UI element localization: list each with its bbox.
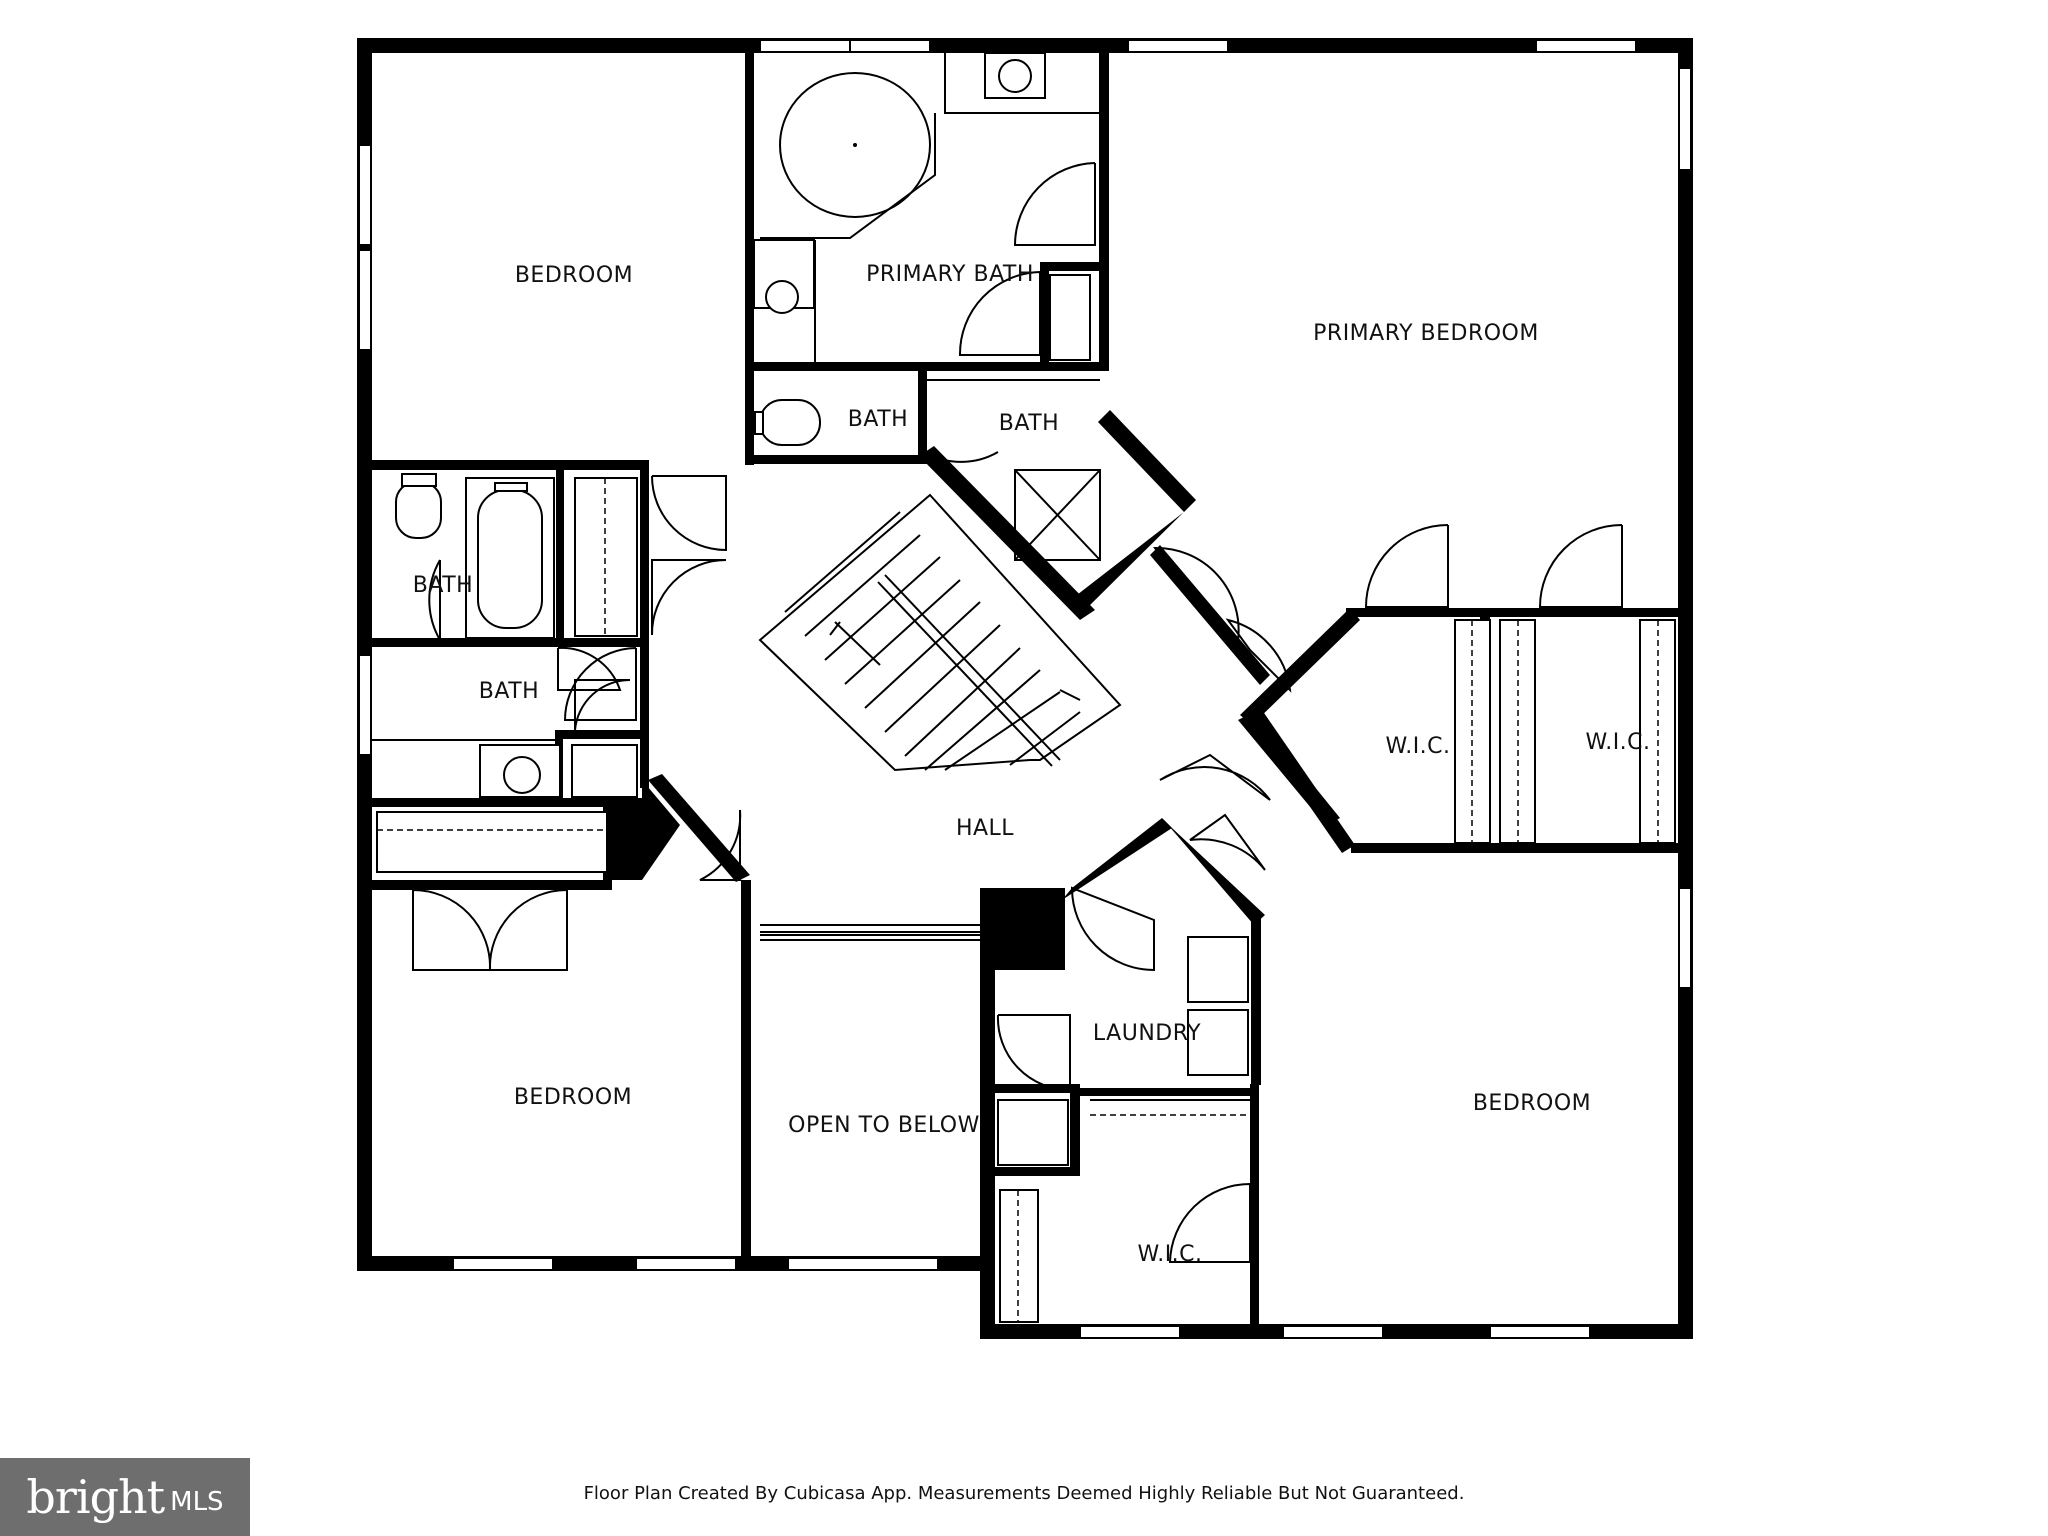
label-wic-1: W.I.C. [1385, 734, 1450, 759]
label-primary-bedroom: PRIMARY BEDROOM [1313, 321, 1539, 346]
column-block-left [603, 780, 680, 880]
windows [358, 39, 1692, 1339]
label-wic-2: W.I.C. [1585, 730, 1650, 755]
label-bedroom-bottom-right: BEDROOM [1473, 1091, 1591, 1116]
label-wic-3: W.I.C. [1137, 1242, 1202, 1267]
room-labels: BEDROOM PRIMARY BATH PRIMARY BEDROOM BAT… [413, 262, 1650, 1267]
label-open-to-below: OPEN TO BELOW [788, 1113, 980, 1138]
label-bath-small-2: BATH [999, 411, 1059, 436]
staircase [758, 469, 1122, 941]
diagonal-walls [648, 410, 1360, 1085]
label-hall: HALL [956, 816, 1014, 841]
label-laundry: LAUNDRY [1093, 1021, 1201, 1046]
label-bath-small-1: BATH [848, 407, 908, 432]
column-block-center [980, 888, 1065, 970]
logo-text: bright [26, 1470, 165, 1524]
label-bedroom-top-left: BEDROOM [515, 263, 633, 288]
fixtures [372, 52, 1676, 1323]
label-bath-left-lower: BATH [479, 679, 539, 704]
label-bath-left-upper: BATH [413, 573, 473, 598]
door-swings [412, 162, 1623, 1263]
bright-mls-logo: bright MLS [0, 1458, 250, 1536]
footer-disclaimer: Floor Plan Created By Cubicasa App. Meas… [583, 1483, 1465, 1504]
label-primary-bath: PRIMARY BATH [866, 262, 1034, 287]
label-bedroom-bottom-left: BEDROOM [514, 1085, 632, 1110]
interior-walls [372, 53, 1678, 1329]
logo-suffix: MLS [170, 1487, 224, 1517]
